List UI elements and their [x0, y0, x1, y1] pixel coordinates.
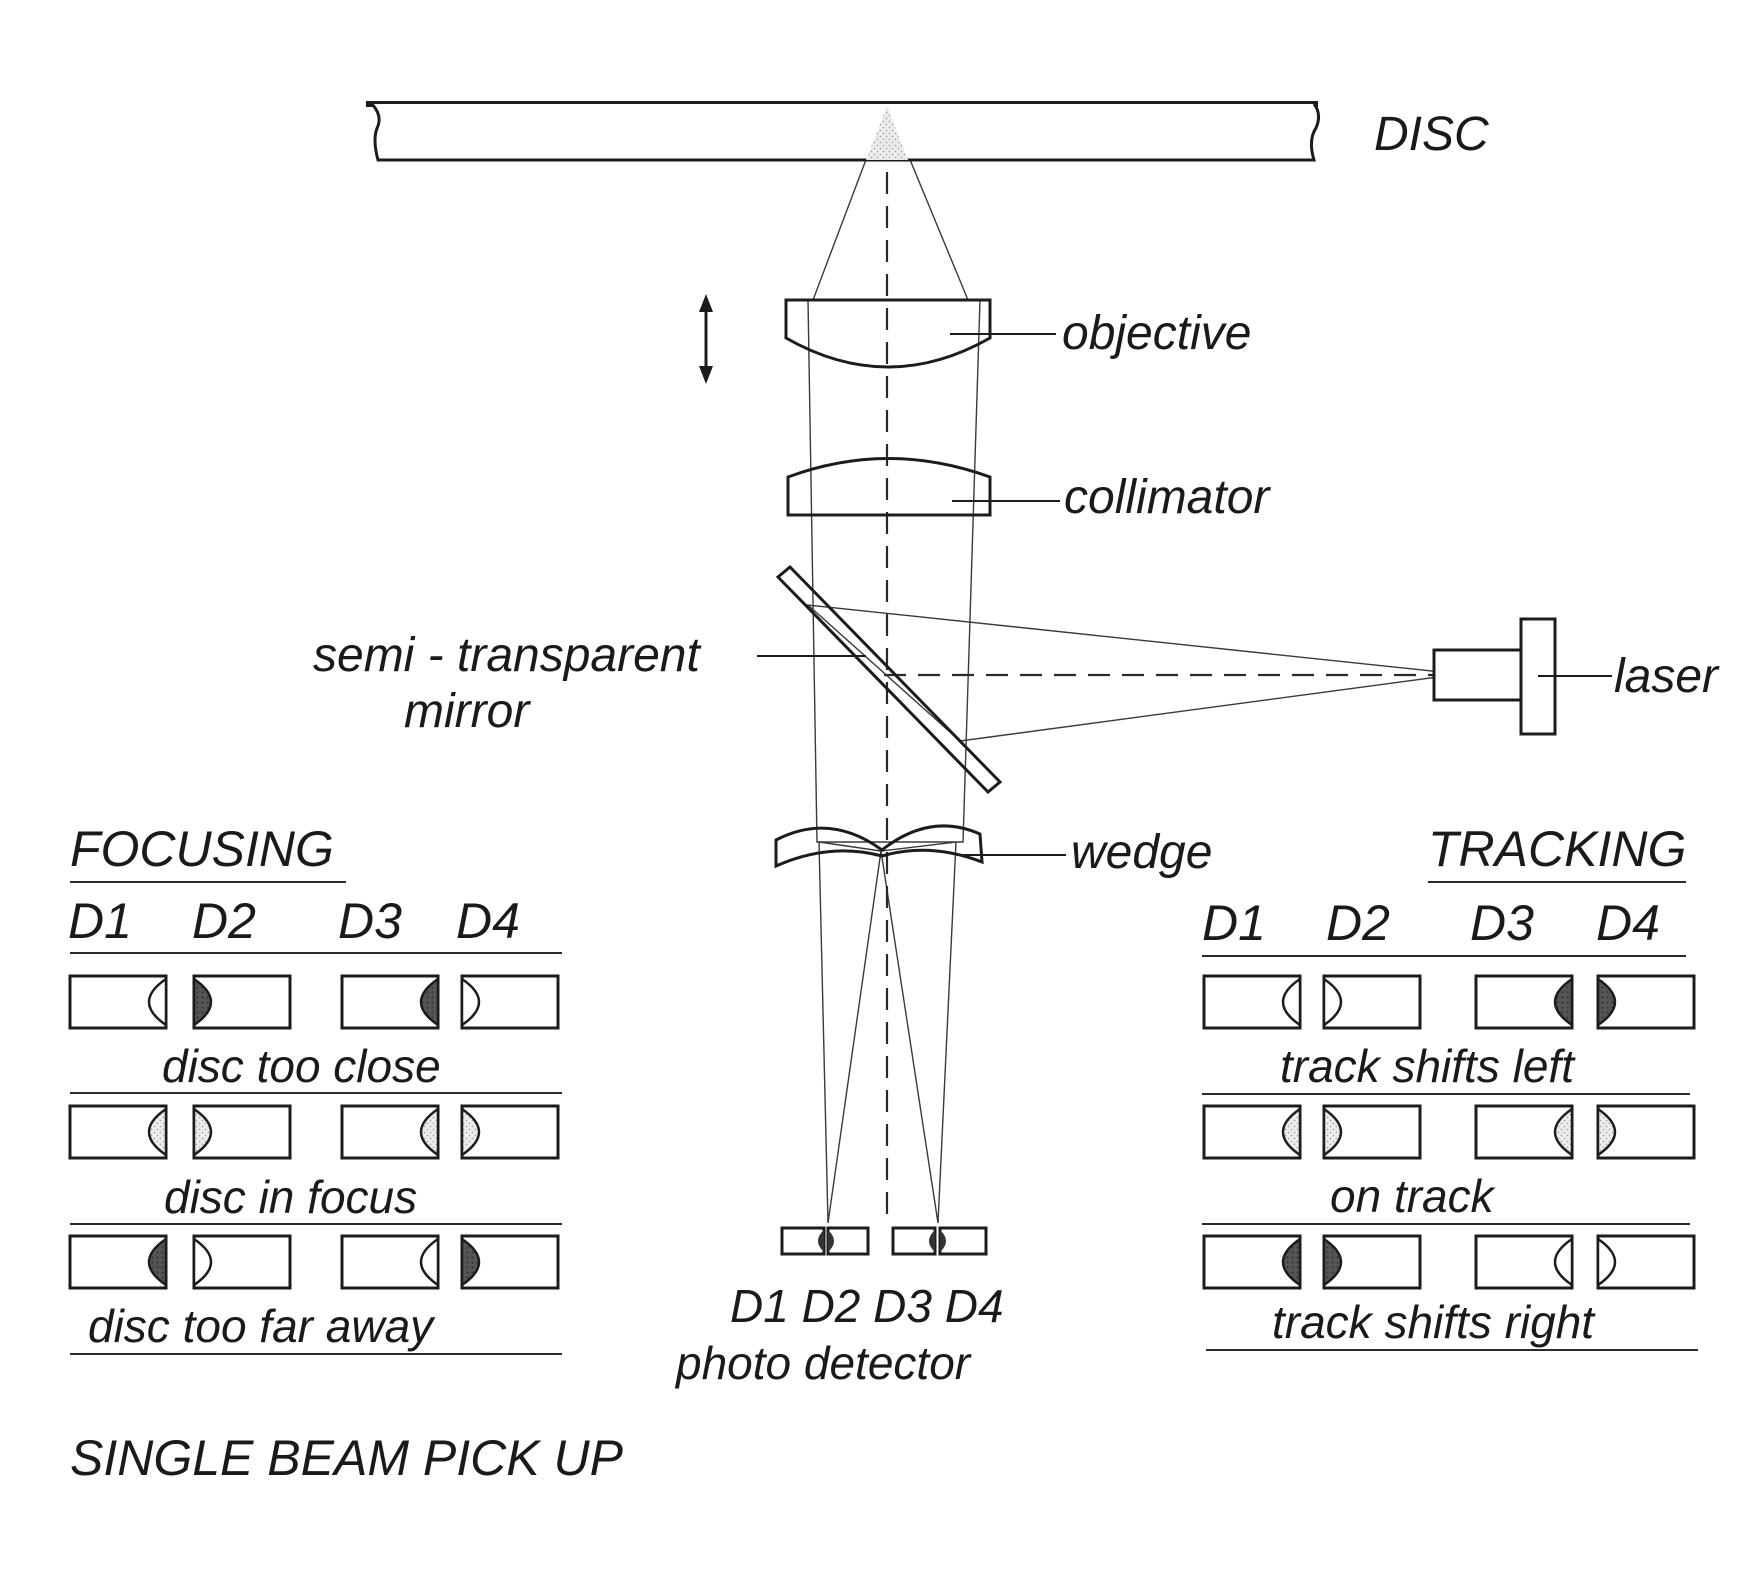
wedge-label: wedge [1071, 826, 1212, 879]
tracking-title: TRACKING [1428, 821, 1686, 877]
focusing-col-d1: D1 [68, 893, 132, 949]
tracking-col-d4: D4 [1596, 895, 1660, 951]
mirror-label-line2: mirror [404, 685, 531, 738]
detector-cell-d2 [192, 1104, 292, 1160]
collimator-label: collimator [1064, 471, 1271, 524]
detector-cell-d3 [340, 974, 440, 1030]
tracking-row-label: track shifts right [1272, 1296, 1596, 1348]
detector-cell-d3 [1474, 974, 1574, 1030]
detector-cell-d1 [68, 974, 168, 1030]
detector-cell-d1 [1202, 1234, 1302, 1290]
detector-cell-d3 [340, 1104, 440, 1160]
detector-ids: D1 D2 D3 D4 [730, 1280, 1004, 1332]
detector-cell-d4 [1596, 1234, 1696, 1290]
diagram-caption: SINGLE BEAM PICK UP [70, 1430, 624, 1486]
detector-cell-d2 [1322, 1234, 1422, 1290]
detector-cell-d4 [1596, 974, 1696, 1030]
wedge [774, 824, 1066, 869]
tracking-row-label: on track [1330, 1170, 1496, 1222]
focusing-table: FOCUSING D1 D2 D3 D4 disc too close disc… [68, 821, 562, 1355]
focusing-row-label: disc too close [162, 1040, 441, 1092]
objective-label: objective [1062, 307, 1251, 360]
collimator-lens [786, 457, 1060, 517]
objective-lens [784, 298, 1056, 369]
focusing-cells [68, 974, 560, 1290]
tracking-col-d1: D1 [1202, 895, 1266, 951]
semi-transparent-mirror [757, 564, 1003, 795]
tracking-col-d2: D2 [1326, 895, 1390, 951]
tracking-row-label: track shifts left [1280, 1040, 1576, 1092]
focusing-row-label: disc too far away [88, 1300, 436, 1352]
focusing-title: FOCUSING [70, 821, 334, 877]
focusing-col-d4: D4 [456, 893, 520, 949]
detector-cell-d2 [192, 974, 292, 1030]
tracking-table: TRACKING D1 D2 D3 D4 track shifts left o… [1202, 821, 1698, 1351]
detector-cell-d2 [1322, 1104, 1422, 1160]
disc-label: DISC [1374, 108, 1489, 161]
photo-detector-label: photo detector [674, 1337, 972, 1389]
mirror-label-line1: semi - transparent [313, 629, 701, 682]
focusing-row-label: disc in focus [164, 1171, 417, 1223]
focusing-col-d2: D2 [192, 893, 256, 949]
tracking-col-d3: D3 [1470, 895, 1534, 951]
detector-cell-d1 [68, 1104, 168, 1160]
detector-cell-d3 [1474, 1234, 1574, 1290]
detector-cell-d2 [1322, 974, 1422, 1030]
laser-label: laser [1614, 650, 1720, 703]
detector-cell-d4 [460, 974, 560, 1030]
focus-arrow-icon [699, 294, 713, 384]
detector-cell-d3 [340, 1234, 440, 1290]
detector-cell-d4 [460, 1104, 560, 1160]
focusing-col-d3: D3 [338, 893, 402, 949]
photo-detector [780, 1226, 988, 1256]
detector-cell-d3 [1474, 1104, 1574, 1160]
tracking-cells [1202, 974, 1696, 1290]
detector-cell-d1 [1202, 1104, 1302, 1160]
disc [366, 101, 1321, 162]
laser-source [1432, 617, 1612, 736]
detector-cell-d1 [68, 1234, 168, 1290]
detector-cell-d2 [192, 1234, 292, 1290]
detector-cell-d4 [460, 1234, 560, 1290]
detector-cell-d4 [1596, 1104, 1696, 1160]
detector-cell-d1 [1202, 974, 1302, 1030]
